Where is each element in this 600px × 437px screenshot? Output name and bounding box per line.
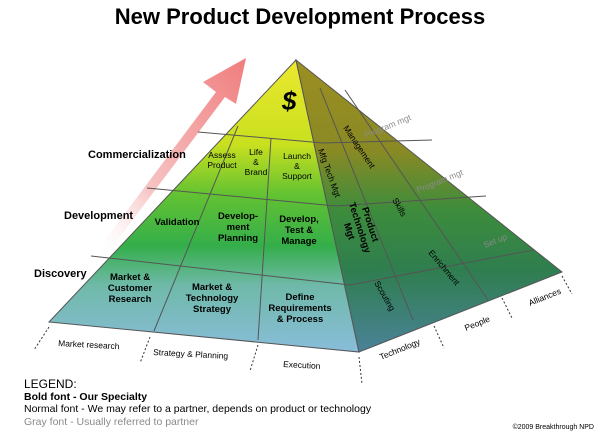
front-mid-cell-1: Validation	[155, 217, 200, 228]
legend-gray: Gray font - Usually referred to partner	[24, 415, 199, 428]
page-title: New Product Development Process	[114, 4, 486, 29]
side-divider-3	[349, 249, 534, 286]
base-side-label-3: Alliances	[527, 286, 562, 308]
copyright: ©2009 Breakthrough NPD	[512, 424, 594, 431]
base-tick-6	[501, 297, 513, 319]
base-tick-4	[358, 356, 363, 385]
base-tick-5	[433, 325, 445, 349]
side-col-line-2	[344, 89, 489, 301]
front-mid-cell-3: Develop,Test &Manage	[279, 214, 319, 247]
base-tick-1	[33, 326, 50, 351]
front-top-cell-3: Launch&Support	[282, 151, 312, 181]
dollar-icon: $	[281, 86, 297, 116]
side-divider-1	[322, 139, 433, 144]
side-col-line-1	[319, 87, 414, 321]
base-tick-3	[249, 344, 259, 372]
front-col-line-2	[257, 137, 272, 341]
pyramid-side-face	[295, 58, 563, 353]
base-front-label-2: Strategy & Planning	[153, 347, 229, 361]
front-top-cell-2: Life&Brand	[245, 147, 268, 177]
legend-heading: LEGEND:	[24, 377, 77, 391]
stage-development: Development	[64, 210, 133, 222]
front-col-line-1	[153, 125, 239, 332]
legend-normal: Normal font - We may refer to a partner,…	[24, 403, 372, 415]
front-divider-2	[146, 187, 337, 207]
base-side-label-2: People	[463, 314, 492, 333]
growth-arrow	[96, 58, 246, 258]
base-front-label-3: Execution	[283, 359, 321, 371]
base-tick-7	[561, 275, 573, 295]
front-divider-1	[197, 131, 324, 144]
stage-commercialization: Commercialization	[88, 149, 186, 161]
legend: LEGEND: Bold font - Our Specialty Normal…	[24, 378, 444, 428]
stage-discovery: Discovery	[34, 268, 87, 280]
legend-bold: Bold font - Our Specialty	[24, 390, 148, 403]
front-divider-3	[90, 255, 351, 286]
side-divider-2	[335, 195, 487, 207]
base-front-label-1: Market research	[58, 338, 120, 351]
base-tick-2	[139, 336, 151, 364]
